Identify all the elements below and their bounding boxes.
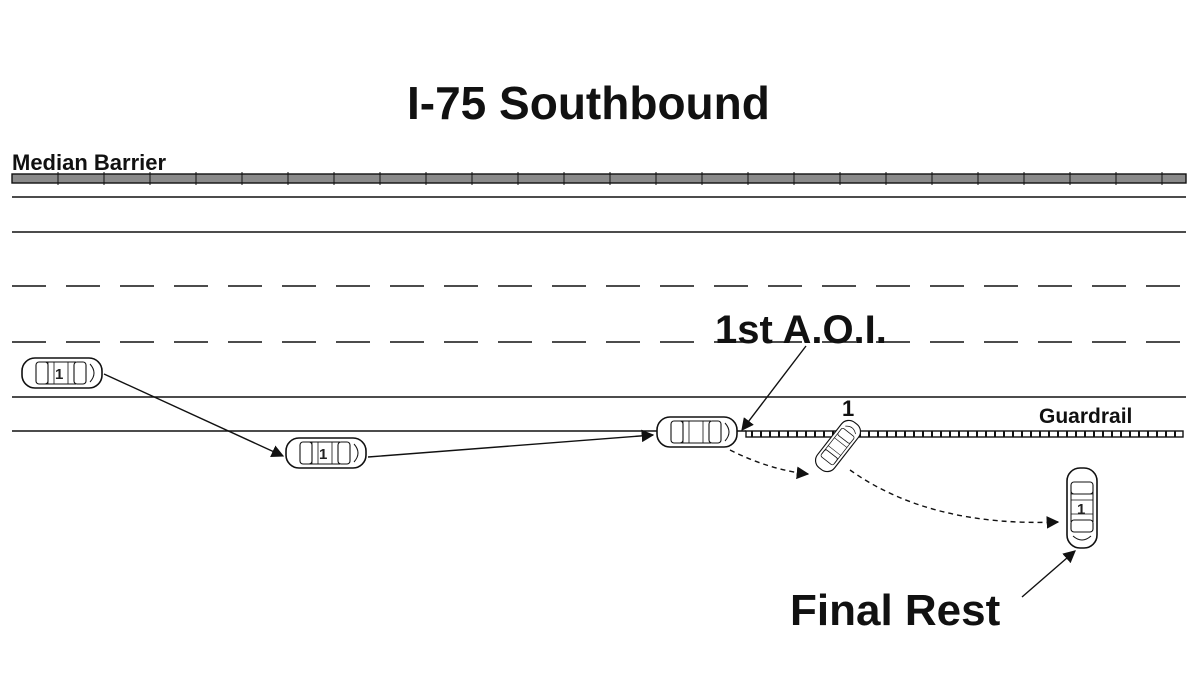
vehicle-1-position-2: 1	[285, 437, 367, 469]
final-rest-label: Final Rest	[790, 586, 1001, 635]
vehicle-number: 1	[319, 446, 327, 463]
guardrail	[745, 430, 1184, 438]
vehicle-number: 1	[55, 366, 63, 383]
diagram-title: I-75 Southbound	[407, 77, 770, 129]
median-barrier-label: Median Barrier	[12, 150, 167, 175]
callout-leaders	[741, 345, 1076, 598]
vehicle-1-first-impact	[656, 416, 738, 448]
median-barrier	[11, 172, 1187, 185]
vehicle-path	[103, 373, 1060, 529]
vehicle-1-start: 1	[21, 357, 103, 389]
vehicle-1-rotating	[811, 416, 865, 476]
lane-lines	[12, 196, 1186, 432]
vehicle-number: 1	[1077, 501, 1085, 518]
guardrail-label: Guardrail	[1039, 405, 1133, 428]
vehicle-1-final-rest: 1	[1066, 467, 1098, 549]
vehicle-number-label: 1	[842, 396, 854, 421]
first-aoi-label: 1st A.O.I.	[715, 308, 887, 352]
